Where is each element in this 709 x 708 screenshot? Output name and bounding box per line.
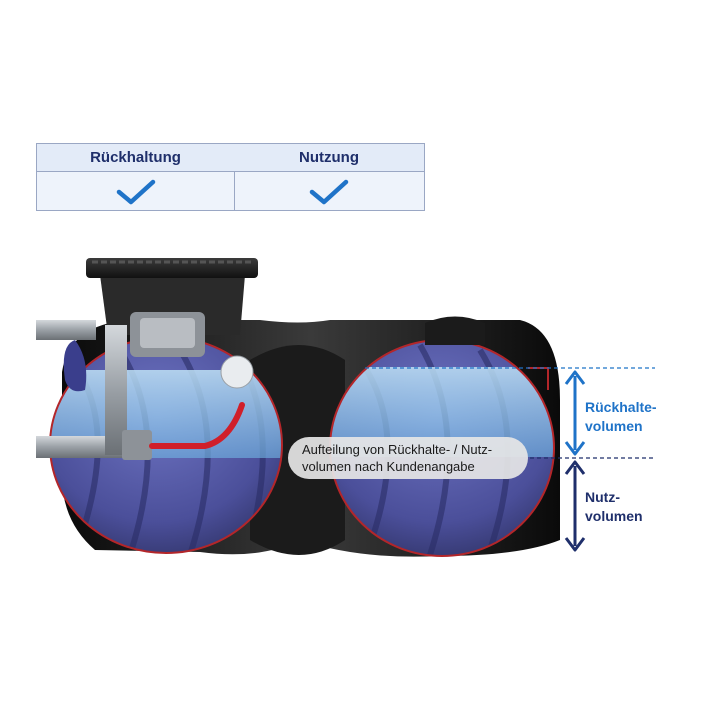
- header-usage: Nutzung: [234, 144, 424, 172]
- inlet-pipe: [36, 320, 96, 340]
- usage-arrow: [564, 460, 586, 552]
- header-retention: Rückhaltung: [37, 144, 234, 172]
- usage-label-line-2: volumen: [585, 508, 643, 524]
- red-hose: [149, 402, 245, 449]
- check-icon: [309, 179, 349, 205]
- usage-volume-label: Nutz- volumen: [585, 488, 643, 526]
- usage-label-line-1: Nutz-: [585, 489, 620, 505]
- cell-retention: [37, 172, 234, 212]
- column-retention: Rückhaltung: [37, 144, 235, 210]
- retention-volume-label: Rückhalte- volumen: [585, 398, 657, 436]
- column-usage: Nutzung: [234, 144, 424, 210]
- callout-line-2: volumen nach Kundenangabe: [302, 459, 475, 474]
- vertical-pipe: [105, 325, 127, 455]
- callout-line-1: Aufteilung von Rückhalte- / Nutz-: [302, 442, 493, 457]
- check-icon: [116, 179, 155, 205]
- cell-usage: [234, 172, 424, 212]
- retention-label-line-1: Rückhalte-: [585, 399, 657, 415]
- retention-arrow: [564, 370, 586, 456]
- float-ball: [220, 355, 254, 389]
- function-table: Rückhaltung Nutzung: [36, 143, 425, 211]
- split-callout: Aufteilung von Rückhalte- / Nutz- volume…: [288, 437, 528, 479]
- retention-label-line-2: volumen: [585, 418, 643, 434]
